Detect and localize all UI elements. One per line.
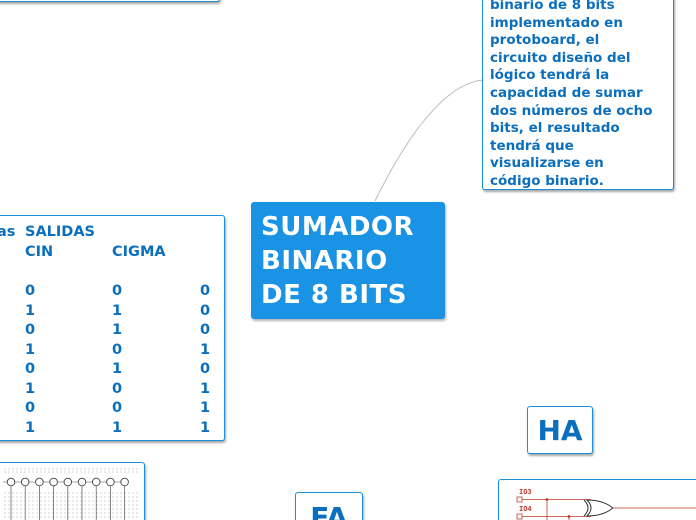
table-cell: 0 xyxy=(200,361,211,377)
description-line: código binario. xyxy=(490,172,604,189)
description-line: protoboard, el xyxy=(490,32,600,49)
circuit-image: IO3 IO4 xyxy=(516,488,696,520)
main-topic-node[interactable]: SUMADOR BINARIO DE 8 BITS xyxy=(251,202,445,319)
table-cell: 1 xyxy=(25,302,36,319)
table-cell: 1 xyxy=(200,419,211,436)
description-line: bits, el resultado xyxy=(490,120,620,137)
table-row: 1 1 1 xyxy=(0,419,226,438)
description-line: lógico tendrá la xyxy=(490,67,610,84)
table-cell: 0 xyxy=(25,322,36,338)
table-cell: 1 xyxy=(25,380,36,397)
table-row: 1 1 0 xyxy=(0,302,226,321)
switch-icon xyxy=(6,477,16,487)
table-row: 1 0 1 xyxy=(0,380,226,399)
switch-icon xyxy=(49,477,58,487)
table-row: 0 0 1 xyxy=(0,399,226,418)
table-cell: 0 xyxy=(112,283,123,299)
description-line: circuito diseño del xyxy=(490,49,631,66)
switch-icon xyxy=(20,477,30,487)
fa-label: FA xyxy=(310,501,348,520)
table-cell: 0 xyxy=(25,283,36,299)
table-cell: 1 xyxy=(200,341,211,358)
table-row: 0 1 0 xyxy=(0,321,226,340)
table-row: 1 0 1 xyxy=(0,341,226,360)
table-cell: 1 xyxy=(112,322,123,338)
table-cell: 0 xyxy=(200,283,211,299)
description-line: tendrá que xyxy=(490,137,574,154)
switch-icon xyxy=(77,477,87,487)
partial-node-top-left[interactable] xyxy=(0,0,220,2)
main-title-line: SUMADOR xyxy=(261,212,415,242)
table-row: 0 1 0 xyxy=(0,360,226,379)
table-cell: 0 xyxy=(112,341,123,358)
description-line: dos números de ocho xyxy=(490,102,653,119)
main-title-line: BINARIO xyxy=(261,246,388,276)
table-cell: 1 xyxy=(200,400,211,416)
table-cell: 0 xyxy=(112,380,123,397)
fa-node[interactable]: FA xyxy=(295,492,363,520)
ha-label: HA xyxy=(537,414,583,447)
pin-label: IO3 xyxy=(519,488,532,496)
table-cell: 1 xyxy=(25,419,36,436)
table-cell: 1 xyxy=(112,302,123,319)
description-node[interactable]: binario de 8 bits implementado en protob… xyxy=(482,0,674,190)
switch-icon xyxy=(35,477,44,487)
table-cell: 1 xyxy=(112,419,123,436)
table-cell: 1 xyxy=(200,380,211,397)
description-line: implementado en xyxy=(490,14,623,31)
switch-icon xyxy=(120,477,129,487)
circuit-image-node[interactable]: IO3 IO4 xyxy=(498,479,696,520)
description-line: binario de 8 bits xyxy=(490,0,615,13)
table-row: 0 0 0 xyxy=(0,282,226,301)
table-cell: 0 xyxy=(200,302,211,319)
main-title-line: DE 8 BITS xyxy=(261,280,407,310)
ha-node[interactable]: HA xyxy=(527,406,593,454)
protoboard-switches xyxy=(6,477,129,520)
table-cell: 1 xyxy=(112,361,123,377)
table-cell: 0 xyxy=(200,322,211,338)
table-col-cigma: CIGMA xyxy=(112,244,166,260)
table-cell: 0 xyxy=(25,400,36,416)
switch-icon xyxy=(106,477,115,487)
pin-label: IO4 xyxy=(519,505,532,513)
switch-icon xyxy=(91,477,101,487)
description-line: capacidad de sumar xyxy=(490,84,643,101)
table-col-cin: CIN xyxy=(25,244,54,260)
protoboard-image-node[interactable] xyxy=(0,462,145,520)
table-cell: 0 xyxy=(25,361,36,377)
switch-icon xyxy=(63,477,73,487)
protoboard-holes xyxy=(4,468,138,518)
description-line: visualizarse en xyxy=(490,155,604,172)
table-cell: 1 xyxy=(25,341,36,358)
table-header-salidas: SALIDAS xyxy=(25,224,96,240)
protoboard-image xyxy=(3,468,138,520)
table-header-partial: as xyxy=(0,224,16,240)
table-cell: 0 xyxy=(112,400,123,416)
